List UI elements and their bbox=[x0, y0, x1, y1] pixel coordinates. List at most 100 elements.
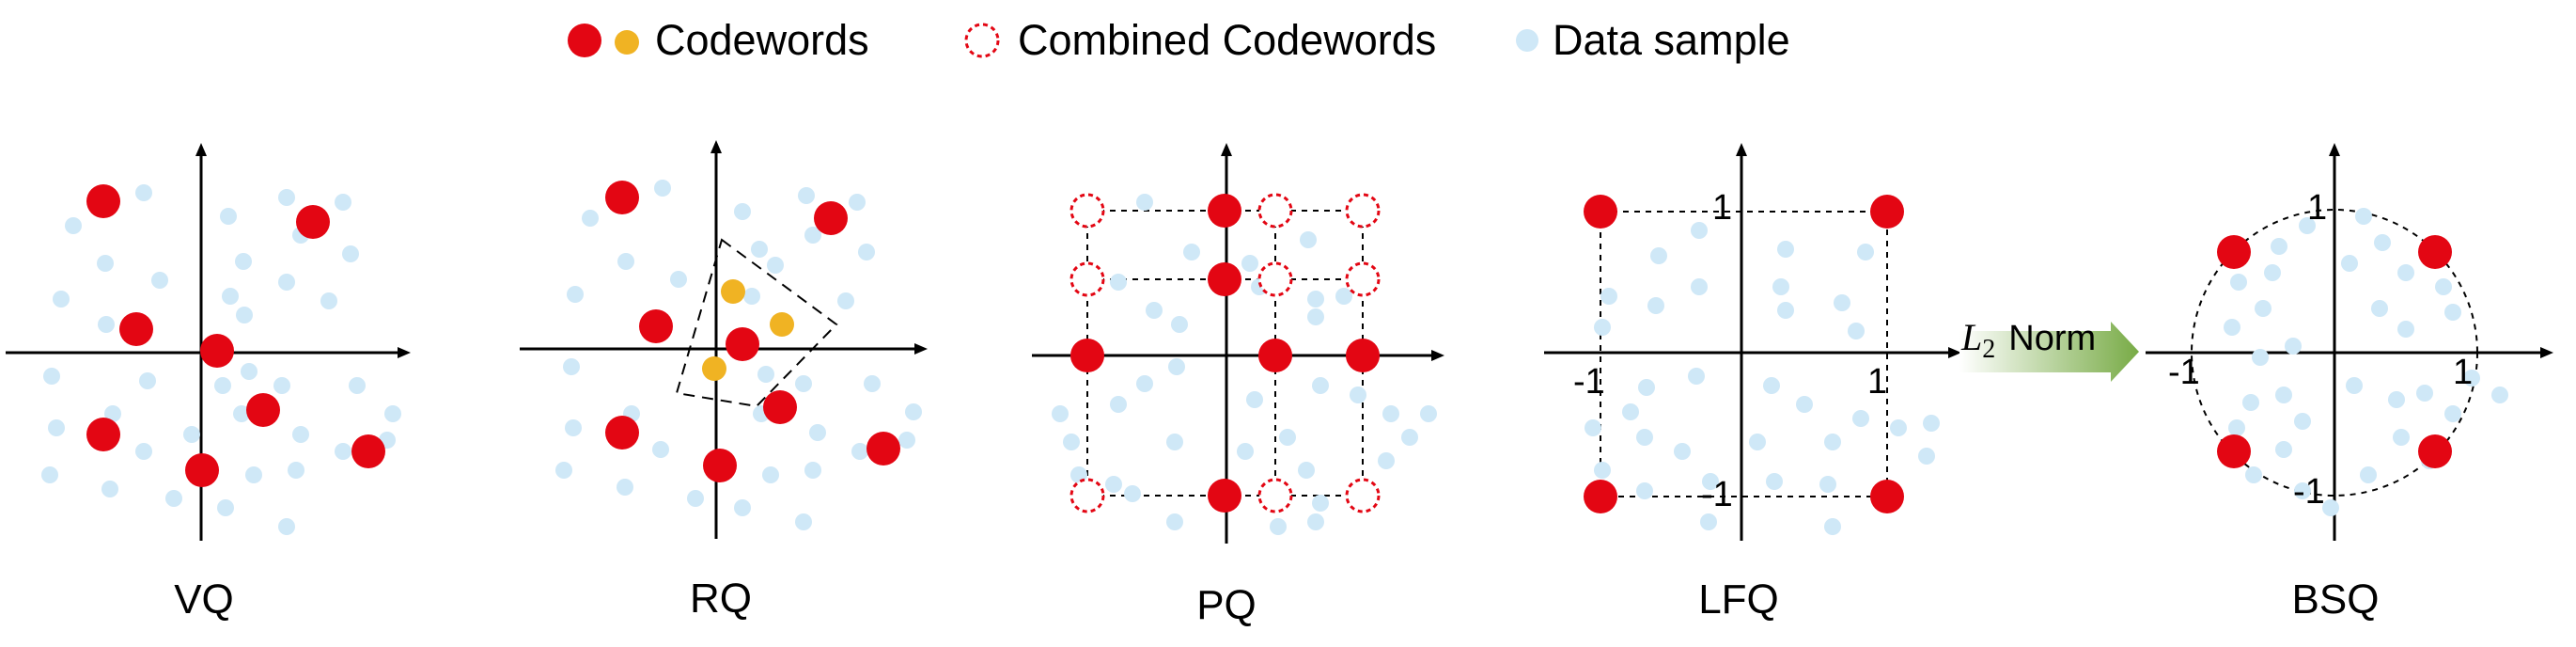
data-sample-dot bbox=[2224, 319, 2240, 336]
data-sample-dot bbox=[2360, 466, 2377, 483]
codeword-dot bbox=[1208, 194, 1241, 228]
combined-codeword-ring bbox=[1069, 193, 1105, 229]
combined-codeword-ring bbox=[1257, 193, 1293, 229]
data-sample-dot bbox=[1857, 244, 1874, 260]
data-sample-dot bbox=[220, 208, 237, 225]
data-sample-dot bbox=[292, 426, 309, 443]
legend-data-sample-label: Data sample bbox=[1553, 16, 1790, 64]
combined-codeword-ring bbox=[1345, 193, 1381, 229]
data-sample-dot bbox=[1378, 452, 1395, 469]
bsq-label: BSQ bbox=[2292, 576, 2380, 623]
data-sample-dot bbox=[1237, 443, 1254, 460]
data-sample-dot bbox=[2463, 370, 2480, 387]
legend-combined-codeword bbox=[964, 23, 1000, 58]
data-sample-dot bbox=[41, 466, 58, 483]
bsq-tick-x-pos: 1 bbox=[2453, 353, 2473, 392]
data-sample-dot bbox=[2346, 377, 2363, 394]
data-sample-dot bbox=[1890, 419, 1907, 436]
data-sample-dot bbox=[98, 316, 115, 333]
lfq-ticks: 1 -1 1 -1 bbox=[1573, 188, 1887, 514]
codeword-dot bbox=[1584, 195, 1617, 229]
data-sample-dot bbox=[101, 481, 118, 497]
data-sample-dot bbox=[2242, 394, 2259, 411]
data-sample-dot bbox=[2397, 321, 2414, 338]
data-sample-dot bbox=[1702, 473, 1719, 490]
data-sample-dot bbox=[1834, 294, 1850, 311]
data-sample-dot bbox=[1585, 419, 1601, 436]
lfq-tick-y-pos: 1 bbox=[1712, 188, 1732, 228]
data-sample-dot bbox=[2435, 278, 2452, 295]
residual-codeword-dot bbox=[702, 356, 726, 381]
data-sample-dot bbox=[1246, 391, 1263, 408]
data-sample-dot bbox=[898, 432, 915, 449]
vq-codewords bbox=[86, 184, 385, 487]
data-sample-dot bbox=[2271, 238, 2287, 255]
data-sample-dot bbox=[135, 184, 152, 201]
data-sample-dot bbox=[1298, 462, 1315, 479]
data-sample-dot bbox=[1918, 448, 1935, 465]
data-sample-dot bbox=[2230, 274, 2247, 291]
data-sample-dot bbox=[139, 372, 156, 389]
data-sample-dot bbox=[1063, 434, 1080, 450]
bsq-axes bbox=[2146, 143, 2553, 541]
codeword-dot bbox=[351, 434, 385, 468]
pq-panel: PQ bbox=[1032, 143, 1444, 628]
data-sample-dot bbox=[165, 490, 182, 507]
bsq-tick-y-pos: 1 bbox=[2307, 188, 2327, 228]
data-sample-dot bbox=[1594, 462, 1611, 479]
data-sample-dot bbox=[734, 203, 751, 220]
data-sample-dot bbox=[1766, 473, 1783, 490]
data-sample-dot bbox=[1312, 495, 1329, 512]
codeword-dot bbox=[1258, 339, 1292, 372]
data-sample-dot bbox=[278, 274, 295, 291]
data-sample-dot bbox=[734, 499, 751, 516]
data-sample-dot bbox=[2294, 482, 2311, 499]
rq-residual-codewords bbox=[702, 279, 794, 381]
data-sample-dot bbox=[864, 375, 881, 392]
data-sample-dot bbox=[1848, 323, 1865, 339]
data-sample-dot bbox=[757, 366, 774, 383]
codeword-dot bbox=[2418, 434, 2452, 468]
data-sample-dot bbox=[1183, 244, 1200, 260]
data-sample-dot bbox=[1166, 434, 1183, 450]
data-sample-dot bbox=[858, 244, 875, 260]
data-sample-dot bbox=[1636, 482, 1653, 499]
pq-data-samples bbox=[1052, 194, 1437, 535]
data-sample-dot bbox=[804, 462, 821, 479]
data-sample-dot bbox=[1307, 291, 1324, 308]
data-sample-dot bbox=[65, 217, 82, 234]
codeword-dot bbox=[1208, 479, 1241, 513]
data-sample-dot bbox=[652, 441, 669, 458]
data-sample-dot bbox=[1772, 278, 1789, 295]
data-sample-dot bbox=[2371, 300, 2388, 317]
data-sample-dot bbox=[1136, 194, 1153, 211]
pq-label: PQ bbox=[1196, 582, 1257, 628]
data-sample-dot bbox=[565, 419, 582, 436]
data-sample-dot bbox=[273, 377, 290, 394]
codeword-dot bbox=[1346, 339, 1380, 372]
data-sample-dot bbox=[1691, 278, 1708, 295]
codeword-dot bbox=[1208, 262, 1241, 296]
data-sample-dot bbox=[1852, 410, 1869, 427]
data-sample-dot bbox=[795, 513, 812, 530]
data-sample-dot bbox=[1312, 377, 1329, 394]
rq-label: RQ bbox=[690, 576, 752, 622]
data-sample-dot bbox=[43, 368, 60, 385]
data-sample-dot bbox=[183, 426, 200, 443]
codeword-dot bbox=[86, 418, 120, 451]
data-sample-dot bbox=[1763, 377, 1780, 394]
data-sample-dot bbox=[687, 490, 704, 507]
data-sample-dot bbox=[905, 403, 922, 420]
lfq-panel: 1 -1 1 -1 LFQ bbox=[1544, 143, 1961, 623]
bsq-tick-y-neg: -1 bbox=[2293, 472, 2325, 512]
data-sample-dot bbox=[288, 462, 304, 479]
data-sample-dot bbox=[217, 499, 234, 516]
data-sample-dot bbox=[1166, 513, 1183, 530]
data-sample-dot bbox=[617, 479, 633, 496]
data-sample-dot bbox=[1279, 429, 1296, 446]
codeword-dot bbox=[185, 453, 219, 487]
data-sample-dot bbox=[2255, 300, 2272, 317]
data-sample-dot bbox=[1382, 405, 1399, 422]
lfq-codewords bbox=[1584, 195, 1904, 513]
